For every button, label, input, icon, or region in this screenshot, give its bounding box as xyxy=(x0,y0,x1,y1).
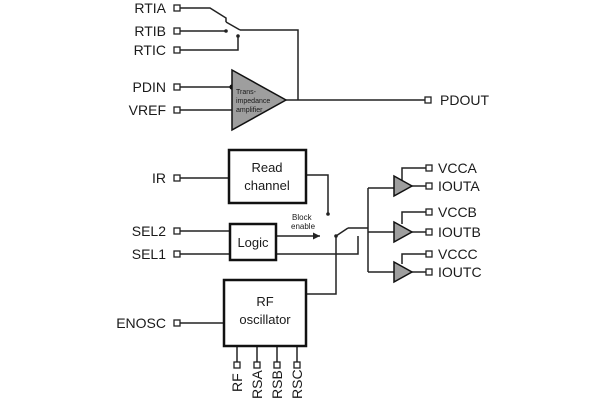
terminal-vcca xyxy=(425,164,433,172)
terminal-iouta xyxy=(425,182,433,190)
pin-rsc: RSC xyxy=(289,369,305,399)
rf-oscillator-block: RF oscillator xyxy=(222,278,308,348)
pin-vref: VREF xyxy=(129,102,166,118)
rf-oscillator-label-line2: oscillator xyxy=(239,312,291,327)
tia-triangle xyxy=(231,68,288,132)
pin-vccc: VCCC xyxy=(438,246,478,262)
tia-label-line2: impedance xyxy=(236,98,270,105)
wire-rti-feedback xyxy=(240,29,299,100)
terminal-vccc xyxy=(425,250,433,258)
block-enable-label-line2: enable xyxy=(291,222,316,231)
wire-vccb xyxy=(401,211,426,224)
terminal-ir xyxy=(173,174,181,182)
pin-vccb: VCCB xyxy=(438,204,477,220)
terminal-sel2 xyxy=(173,227,181,235)
right-pin-terminals xyxy=(424,96,433,276)
block-enable-label-line1: Block xyxy=(292,213,313,222)
wire-rtic xyxy=(180,36,239,51)
terminal-rsa xyxy=(253,361,261,369)
arrow-block-enable xyxy=(313,232,320,240)
left-pin-labels: RTIA RTIB RTIC PDIN VREF IR SEL2 SEL1 EN… xyxy=(116,0,166,331)
bottom-pin-labels: RF RSA RSB RSC xyxy=(229,369,305,399)
wire-osc-out xyxy=(306,236,337,295)
wire-read-out xyxy=(306,174,329,214)
terminal-rsb xyxy=(273,361,281,369)
rf-oscillator-box xyxy=(222,278,308,348)
driver-a xyxy=(393,174,414,198)
switch-blade-out xyxy=(335,227,349,237)
terminal-rtia xyxy=(173,4,181,12)
terminal-rtib xyxy=(173,27,181,35)
pin-rsb: RSB xyxy=(269,370,285,399)
terminal-rf xyxy=(233,361,241,369)
terminal-sel1 xyxy=(173,250,181,258)
driver-b xyxy=(393,220,414,244)
logic-box xyxy=(228,222,278,262)
terminal-ioutb xyxy=(425,228,433,236)
read-channel-block: Read channel xyxy=(227,148,308,205)
read-channel-box xyxy=(227,148,308,205)
terminal-rsc xyxy=(293,361,301,369)
terminal-vccb xyxy=(425,208,433,216)
wire-vccc xyxy=(401,253,426,264)
pin-ioutc: IOUTC xyxy=(438,264,482,280)
terminal-rtic xyxy=(173,46,181,54)
terminal-enosc xyxy=(173,319,181,327)
pin-vcca: VCCA xyxy=(438,160,478,176)
terminal-vref xyxy=(173,106,181,114)
pin-enosc: ENOSC xyxy=(116,315,166,331)
pin-sel2: SEL2 xyxy=(132,223,166,239)
logic-label: Logic xyxy=(237,235,269,250)
pin-pdout: PDOUT xyxy=(440,92,489,108)
switch-contact-out-a xyxy=(326,212,330,216)
transimpedance-amplifier: Trans- impedance amplifier xyxy=(231,68,288,132)
pin-iouta: IOUTA xyxy=(438,178,480,194)
rf-oscillator-label-line1: RF xyxy=(256,294,273,309)
tia-label-line3: amplifier xyxy=(236,107,263,114)
switch-contact-rtib xyxy=(224,29,228,33)
bottom-pin-terminals xyxy=(233,361,301,369)
output-drivers xyxy=(393,174,414,284)
switch-contact-rtic xyxy=(236,34,240,38)
right-pin-labels: PDOUT VCCA IOUTA VCCB IOUTB VCCC IOUTC xyxy=(438,92,489,280)
pin-rtib: RTIB xyxy=(134,23,166,39)
pin-sel1: SEL1 xyxy=(132,246,166,262)
wires xyxy=(180,7,426,362)
logic-block: Logic xyxy=(228,222,278,262)
terminal-pdout xyxy=(424,96,432,104)
pin-pdin: PDIN xyxy=(133,79,166,95)
switch-blade-rti xyxy=(225,21,241,31)
pin-ir: IR xyxy=(152,170,166,186)
wire-vcca xyxy=(401,167,426,180)
read-channel-label-line2: channel xyxy=(244,178,290,193)
pin-rsa: RSA xyxy=(249,370,265,399)
driver-c xyxy=(393,260,414,284)
read-channel-label-line1: Read xyxy=(251,160,282,175)
wire-logic-ctrl xyxy=(276,236,359,255)
left-pin-terminals xyxy=(173,4,181,327)
pin-rf: RF xyxy=(229,373,245,392)
pin-rtia: RTIA xyxy=(134,0,166,16)
tia-label-line1: Trans- xyxy=(236,89,257,96)
pin-rtic: RTIC xyxy=(134,42,166,58)
pin-ioutb: IOUTB xyxy=(438,224,481,240)
terminal-ioutc xyxy=(425,268,433,276)
terminal-pdin xyxy=(173,83,181,91)
wire-rtia xyxy=(180,7,227,22)
